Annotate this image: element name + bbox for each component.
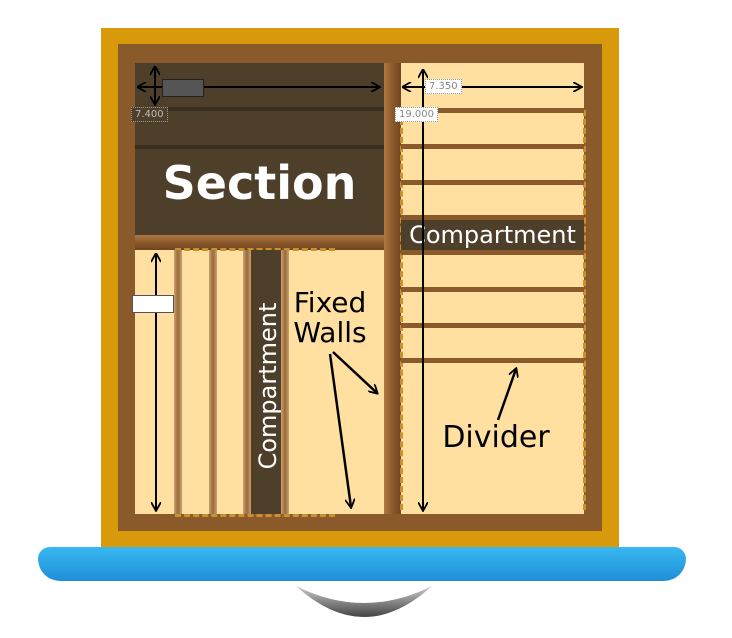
tray-base [38,547,686,581]
dimension-input-right-height[interactable]: 19.000 [395,107,438,122]
horizontal-divider-3[interactable] [401,180,584,185]
divider-arrow [496,369,516,421]
dashed-edge-top [175,248,335,251]
horizontal-divider-2[interactable] [401,144,584,149]
dashed-edge-left [400,110,403,510]
horizontal-divider-7[interactable] [401,323,584,328]
vertical-divider-4[interactable] [281,250,289,514]
section-label: Section [162,156,357,210]
horizontal-divider-6[interactable] [401,287,584,292]
dimension-input-right-width[interactable]: 7.350 [425,79,462,94]
vertical-divider-1[interactable] [174,250,182,514]
dashed-edge-right [583,110,586,510]
compartment-horizontal[interactable] [401,220,584,250]
dimension-input-top-left-height[interactable]: 7.400 [131,107,168,122]
vertical-divider-3[interactable] [243,250,251,514]
divider-label: Divider [442,420,550,455]
section-divider-line-2 [135,145,384,149]
vertical-divider-2[interactable] [209,250,217,514]
horizontal-divider-5[interactable] [401,250,584,255]
dimension-input-bottom-left-height[interactable] [132,295,174,313]
compartment-horizontal-label: Compartment [409,221,576,249]
fixed-wall-vertical[interactable] [384,63,401,514]
compartment-vertical[interactable] [251,250,281,514]
dashed-edge-bottom [175,514,335,517]
horizontal-divider-4[interactable] [401,215,584,220]
tray-handle[interactable] [296,586,432,626]
fixed-wall-horizontal[interactable] [135,235,384,250]
dimension-input-top-left-width[interactable] [162,79,204,97]
horizontal-divider-1[interactable] [401,108,584,113]
horizontal-divider-8[interactable] [401,358,584,363]
section-divider-line-1 [135,107,384,111]
fixed-walls-arrows [328,351,377,507]
